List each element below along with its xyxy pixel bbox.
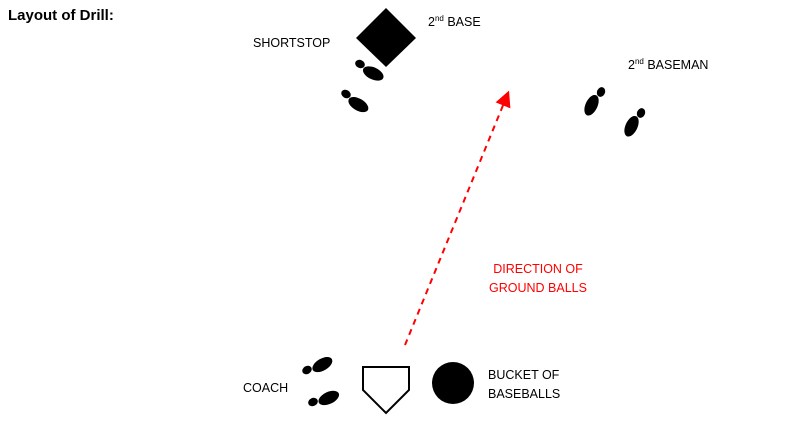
coach-footprint-icon bbox=[306, 386, 342, 413]
second-baseman-label: 2nd BASEMAN bbox=[628, 57, 708, 72]
coach-label: COACH bbox=[243, 381, 288, 395]
shortstop-label: SHORTSTOP bbox=[253, 36, 330, 50]
second-baseman-footprint-icon bbox=[581, 83, 607, 119]
bucket-label-line2: BASEBALLS bbox=[488, 387, 560, 401]
bucket-label-line1: BUCKET OF bbox=[488, 368, 560, 382]
direction-label-line2: GROUND BALLS bbox=[489, 281, 587, 295]
shortstop-footprint-icon bbox=[337, 88, 372, 116]
home-plate-icon bbox=[362, 366, 410, 415]
bucket-of-baseballs-icon bbox=[432, 362, 474, 404]
ground-ball-direction-arrow bbox=[404, 90, 511, 346]
direction-label-line1: DIRECTION OF bbox=[493, 262, 583, 276]
coach-footprint-icon bbox=[300, 353, 335, 381]
diagram-title: Layout of Drill: bbox=[8, 7, 114, 24]
second-baseman-footprint-icon bbox=[621, 104, 647, 140]
second-base-label: 2nd BASE bbox=[428, 14, 481, 29]
second-base-icon bbox=[356, 8, 416, 67]
